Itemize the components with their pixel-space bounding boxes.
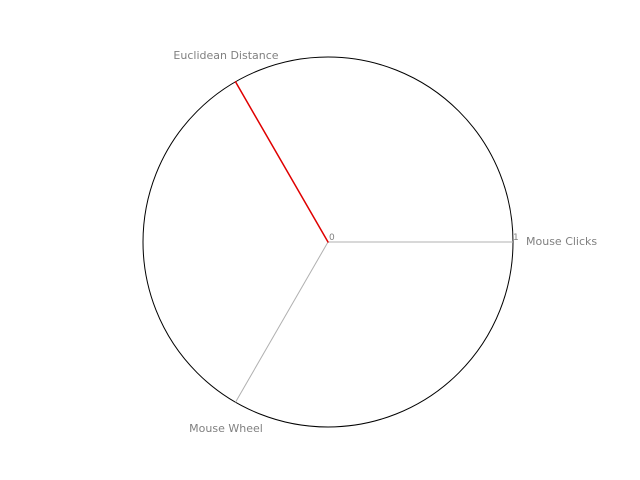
axis-label-mouse-wheel: Mouse Wheel (189, 422, 263, 435)
tick-label-max: 1 (513, 233, 519, 243)
spoke-mouse-wheel (235, 241, 329, 403)
radar-series (234, 81, 329, 243)
series-0-polygon (234, 81, 329, 243)
axis-label-mouse-clicks: Mouse Clicks (526, 235, 597, 248)
axis-label-euclidean-distance: Euclidean Distance (173, 49, 278, 62)
tick-label-min: 0 (329, 233, 335, 243)
radar-spokes (235, 81, 513, 403)
